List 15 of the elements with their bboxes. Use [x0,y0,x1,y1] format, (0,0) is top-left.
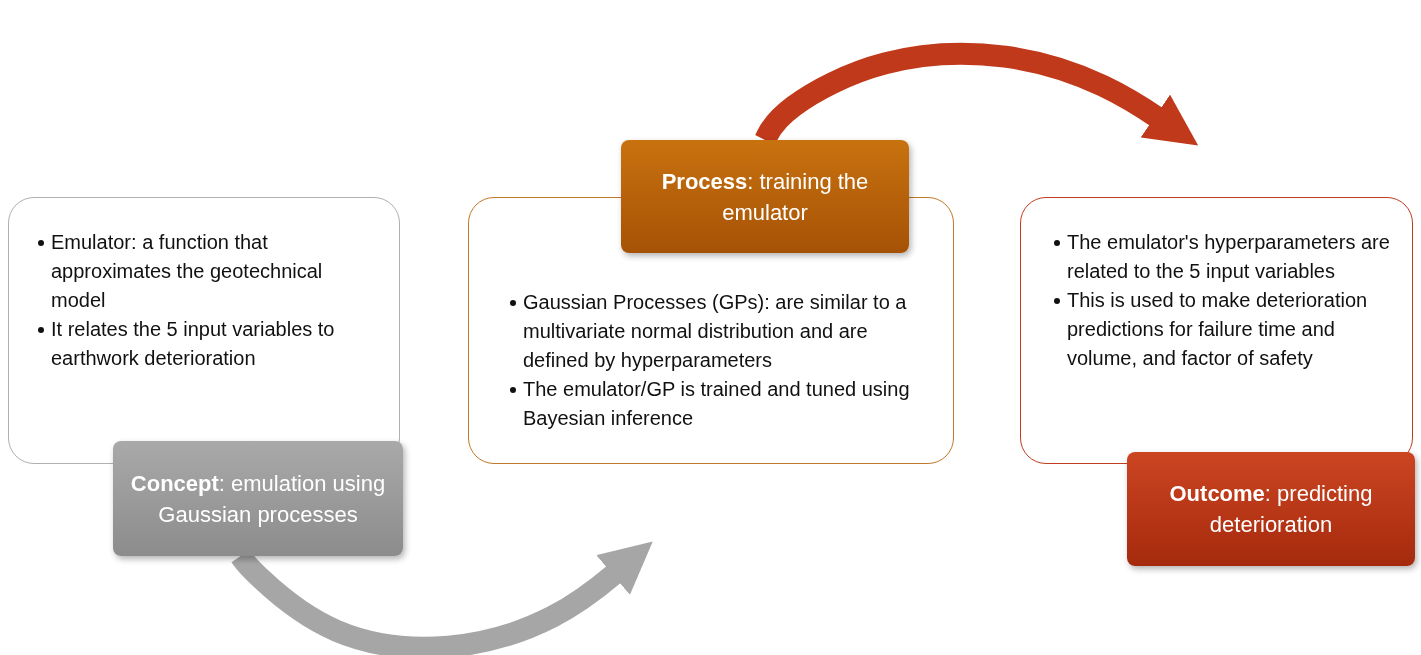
stage-title: Process: training the emulator [660,167,870,227]
bullet-text: This is used to make deterioration predictions for failure time and volume, and factor of safety [1067,289,1368,369]
stage-title: Outcome: predicting deterioration [1168,480,1374,539]
curved-arrow [231,541,653,655]
bullet-text: Gaussian Processes (GPs): are similar to a multivariate normal distribution and are defined by hyperparameters [523,291,907,371]
bullet-text: The emulator/GP is trained and tuned using Bayesian inference [523,378,910,429]
bullet-text: The emulator's hyperparameters are related to the 5 input variables [1067,231,1390,282]
stage-label-box [1127,452,1415,566]
content-panel [1020,197,1413,464]
stage-label-box [621,140,909,253]
content-panel [8,197,400,464]
stage-label-box [113,441,403,556]
stage-title: Concept: emulation using Gaussian processes [129,469,387,529]
bullet-text: It relates the 5 input variables to earthwork deterioration [51,318,335,369]
bullet-text: Emulator: a function that approximates the geotechnical model [51,231,323,311]
